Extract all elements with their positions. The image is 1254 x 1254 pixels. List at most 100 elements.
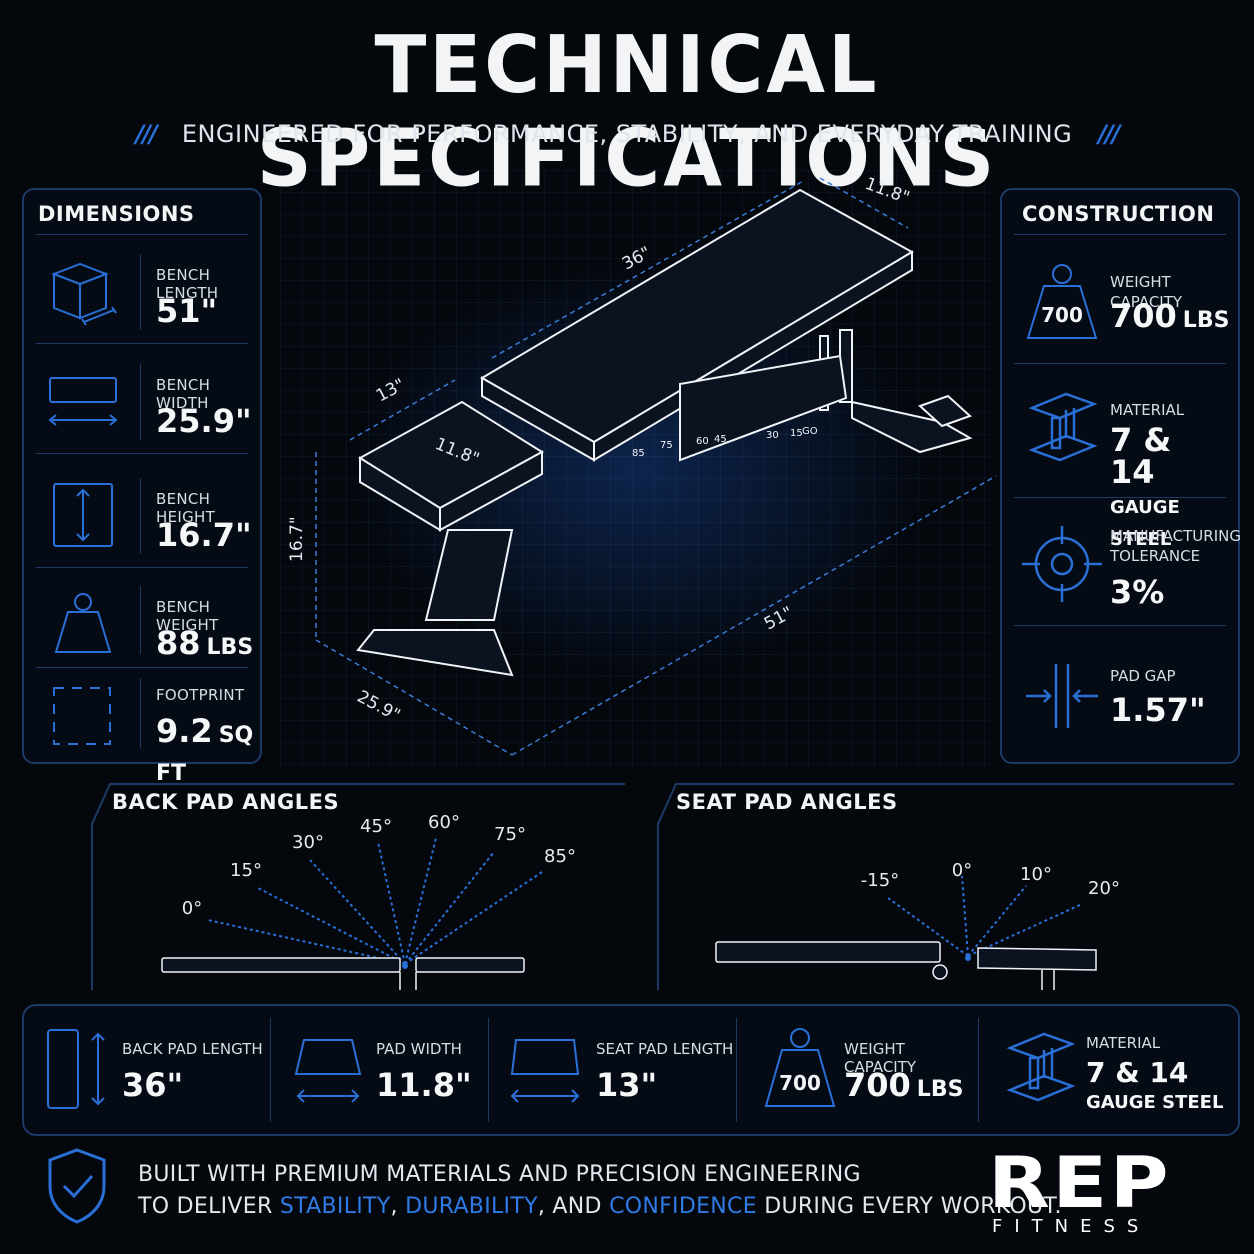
bench-diagram: 85 75 60 45 30 15 GO 11.8" 36" 13" 11.8"… [287,174,997,756]
svg-text:13": 13" [373,375,408,406]
pad-width-value: 11.8" [376,1066,472,1104]
footprint-label: FOOTPRINT [156,686,245,704]
back-pad-length-value: 36" [122,1066,184,1104]
seat-pad-icon [508,1028,588,1112]
footer-line-2: TO DELIVER STABILITY, DURABILITY, AND CO… [138,1194,1062,1219]
back-angle-30: 30° [292,832,324,853]
back-angle-75: 75° [494,824,526,845]
bench-weight-label: BENCH WEIGHT [156,598,219,634]
construction-title: CONSTRUCTION [1022,202,1215,226]
height-icon [44,480,124,552]
subtitle-text: ENGINEERED FOR PERFORMANCE, STABILITY, A… [181,120,1073,148]
svg-text:85: 85 [632,448,645,459]
bench-width-label: BENCH WIDTH [156,376,211,412]
seat-angle-10: 10° [1020,864,1052,885]
material-label: MATERIAL [1110,401,1185,419]
bench-length-value: 51" [156,292,218,330]
seat-pad-angles-title: SEAT PAD ANGLES [676,790,898,814]
material-label-bottom: MATERIAL [1086,1034,1161,1052]
weight-icon [44,588,124,660]
svg-text:45: 45 [714,434,727,445]
bench-height-value: 16.7" [156,516,252,554]
bench-height-label: BENCH HEIGHT [156,490,216,526]
svg-text:11.8": 11.8" [862,174,912,208]
kettlebell-icon: 700 [1018,260,1106,344]
svg-text:25.9": 25.9" [354,687,404,726]
seat-pad-angles-panel: -15° 0° 10° 20° SEAT PAD ANGLES [656,780,1236,990]
steel-beam-icon [1018,388,1106,472]
seat-pad-length-value: 13" [596,1066,658,1104]
kettlebell-icon: 700 [760,1024,840,1108]
slashes-right: /// [1098,120,1120,148]
seat-angle-0: 0° [952,860,972,881]
highlight-stability: STABILITY [279,1194,391,1219]
back-angle-15: 15° [230,860,262,881]
pad-width-label: PAD WIDTH [376,1040,462,1058]
seat-angle-20: 20° [1088,878,1120,899]
svg-text:75: 75 [660,440,673,451]
bench-length-label: BENCH LENGTH [156,266,219,302]
page-title: TECHNICAL SPECIFICATIONS [256,17,998,205]
tolerance-value: 3% [1110,573,1165,611]
weight-capacity-label-bottom: WEIGHT CAPACITY [844,1040,917,1076]
svg-text:30: 30 [766,430,779,441]
rep-fitness-logo: REP FITNESS [988,1142,1171,1237]
slashes-left: /// [135,120,158,148]
dimensions-panel: DIMENSIONS BENCH LENGTH 51" BENCH WIDTH … [22,188,262,786]
bench-width-row: BENCH WIDTH 25.9" [36,350,252,454]
crosshair-icon [1018,522,1106,606]
seat-pad-length-cell: SEAT PAD LENGTH 13" [490,1006,736,1134]
back-angle-0: 0° [182,898,202,919]
back-pad-length-label: BACK PAD LENGTH [122,1040,263,1058]
highlight-confidence: CONFIDENCE [609,1194,757,1219]
shield-check-icon [44,1146,110,1226]
back-pad-icon [42,1028,122,1112]
svg-text:60: 60 [696,436,709,447]
pad-width-icon [290,1028,370,1112]
bench-length-row: BENCH LENGTH 51" [36,240,248,344]
footer-line-1: BUILT WITH PREMIUM MATERIALS AND PRECISI… [138,1162,861,1187]
cube-icon [44,256,124,328]
weight-capacity-label: WEIGHT CAPACITY [1110,273,1183,311]
highlight-durability: DURABILITY [405,1194,538,1219]
svg-text:700: 700 [779,1071,821,1095]
svg-text:GO: GO [802,426,818,437]
pad-gap-row: PAD GAP 1.57" [1014,634,1226,758]
svg-text:16.7": 16.7" [287,516,307,562]
back-angle-60: 60° [428,812,460,833]
bench-height-row: BENCH HEIGHT 16.7" [36,464,252,568]
pad-width-cell: PAD WIDTH 11.8" [272,1006,488,1134]
back-pad-length-cell: BACK PAD LENGTH 36" [24,1006,270,1134]
dimensions-title: DIMENSIONS [38,202,195,226]
back-pad-angles-title: BACK PAD ANGLES [112,790,340,814]
back-angle-85: 85° [544,846,576,867]
bench-width-value: 25.9" [156,402,252,440]
back-angle-45: 45° [360,816,392,837]
pad-gap-value: 1.57" [1110,691,1206,729]
steel-beam-icon [1002,1028,1082,1112]
width-icon [44,366,124,438]
footprint-icon [44,680,124,752]
svg-text:700: 700 [1041,303,1083,327]
svg-text:51": 51" [761,603,796,634]
pad-gap-icon [1018,654,1106,738]
pad-gap-label: PAD GAP [1110,667,1176,685]
svg-text:36": 36" [619,243,654,274]
seat-angle-neg15: -15° [861,870,899,891]
page-subtitle: /// ENGINEERED FOR PERFORMANCE, STABILITY… [0,120,1254,148]
svg-text:15: 15 [790,428,803,439]
